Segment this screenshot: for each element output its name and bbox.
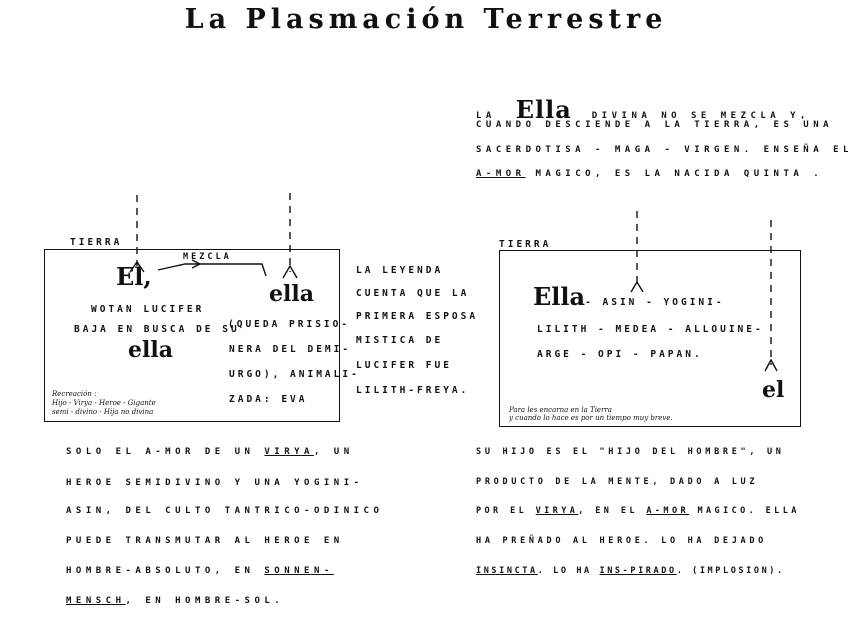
bl-l1b: , UN bbox=[313, 447, 354, 457]
mezcla-label: MEZCLA bbox=[183, 252, 232, 262]
br-l5b: . LO HA bbox=[537, 566, 592, 576]
bottom-right-line-3: POR EL VIRYA, EN EL A-MOR MAGICO. ELLA bbox=[476, 506, 800, 516]
right-tierra-label: TIERRA bbox=[499, 239, 552, 250]
ella-center-word: ella bbox=[128, 337, 173, 363]
bl-virya: VIRYA bbox=[264, 447, 314, 457]
mezcla-arrowhead bbox=[191, 259, 202, 269]
right-line-2: LILITH - MEDEA - ALLOUINE- bbox=[537, 324, 764, 335]
intro-amor: A-MOR bbox=[476, 169, 526, 179]
left-note-2: Hijo - Virya - Heroe - Gigante bbox=[52, 399, 156, 407]
right-el-arrowhead bbox=[764, 358, 778, 372]
el-descent-arrowhead bbox=[129, 260, 145, 273]
br-l3b: , EN EL bbox=[578, 506, 638, 516]
baja-text: BAJA EN BUSCA DE SU bbox=[74, 324, 240, 335]
bottom-left-line-2: HEROE SEMIDIVINO Y UNA YOGINI- bbox=[66, 478, 364, 488]
bl-l6b: , EN HOMBRE-SOL. bbox=[125, 596, 285, 606]
bottom-right-line-4: HA PREÑADO AL HEROE. LO HA DEJADO bbox=[476, 536, 767, 546]
br-insincta: INSINCTA bbox=[476, 566, 538, 576]
queda-line-3: URGO), ANIMALI- bbox=[229, 369, 360, 380]
bottom-left-line-5: HOMBRE-ABSOLUTO, EN SONNEN- bbox=[66, 566, 334, 576]
br-inspirado: INS-PIRADO bbox=[599, 566, 677, 576]
right-ella-arrowhead bbox=[630, 280, 644, 293]
bl-l5a: HOMBRE-ABSOLUTO, EN bbox=[66, 566, 255, 576]
bottom-left-line-1: SOLO EL A-MOR DE UN VIRYA, UN bbox=[66, 447, 354, 457]
intro-line1-rest: DIVINA NO SE MEZCLA Y, bbox=[591, 111, 810, 121]
br-l5c: . (IMPLOSION). bbox=[676, 566, 785, 576]
middle-line-4: MISTICA DE bbox=[356, 335, 444, 346]
right-el-word: el bbox=[762, 377, 785, 403]
ella-descent-arrowhead bbox=[282, 264, 298, 279]
bottom-right-line-5: INSINCTA. LO HA INS-PIRADO. (IMPLOSION). bbox=[476, 566, 785, 576]
left-earth-box bbox=[44, 249, 340, 422]
middle-line-1: LA LEYENDA bbox=[356, 265, 444, 276]
br-amor: A-MOR bbox=[646, 506, 689, 516]
br-l3c: MAGICO. ELLA bbox=[697, 506, 800, 516]
br-virya: VIRYA bbox=[535, 506, 579, 516]
bottom-left-line-4: PUEDE TRANSMUTAR AL HEROE EN bbox=[66, 536, 344, 546]
bl-l1a: SOLO EL A-MOR DE UN bbox=[66, 447, 255, 457]
right-earth-box bbox=[499, 250, 801, 427]
bottom-right-line-1: SU HIJO ES EL "HIJO DEL HOMBRE", UN bbox=[476, 447, 785, 457]
left-tierra-label: TIERRA bbox=[70, 237, 123, 248]
intro-line4-rest: MAGICO, ES LA NACIDA QUINTA . bbox=[535, 169, 824, 179]
ella-word: ella bbox=[269, 281, 314, 307]
right-line1-text: - ASIN - YOGINI- bbox=[585, 297, 725, 308]
wotan-lucifer-text: WOTAN LUCIFER bbox=[91, 304, 205, 315]
middle-line-2: CUENTA QUE LA bbox=[356, 288, 470, 299]
bottom-left-line-6: MENSCH, EN HOMBRE-SOL. bbox=[66, 596, 284, 606]
queda-line-2: NERA DEL DEMI- bbox=[229, 344, 352, 355]
intro-ella-word: Ella bbox=[515, 95, 572, 124]
queda-line-1: (QUEDA PRISIO- bbox=[228, 319, 351, 330]
bl-mensch: MENSCH bbox=[66, 596, 126, 606]
queda-line-4: ZADA: EVA bbox=[229, 394, 308, 405]
bottom-left-line-3: ASIN, DEL CULTO TANTRICO-ODINICO bbox=[66, 506, 384, 516]
br-l3a: POR EL bbox=[476, 506, 528, 516]
intro-la: LA bbox=[476, 111, 496, 121]
right-line-3: ARGE - OPI - PAPAN. bbox=[537, 349, 703, 360]
left-note-3: semi - divino - Hija no divina bbox=[52, 408, 154, 416]
right-ella-word: Ella bbox=[533, 282, 586, 311]
bottom-right-line-2: PRODUCTO DE LA MENTE, DADO A LUZ bbox=[476, 477, 759, 487]
mezcla-arrow bbox=[157, 263, 267, 277]
intro-line-1: LA Ella DIVINA NO SE MEZCLA Y, bbox=[476, 95, 810, 124]
bl-sonnen: SONNEN- bbox=[264, 566, 334, 576]
intro-line-4: A-MOR MAGICO, ES LA NACIDA QUINTA . bbox=[476, 169, 823, 179]
right-line-1: Ella- ASIN - YOGINI- bbox=[533, 282, 725, 311]
left-note-1: Recreación : bbox=[52, 390, 97, 398]
intro-line-2: CUANDO DESCIENDE A LA TIERRA, ES UNA bbox=[476, 120, 834, 130]
right-note-2: y cuando lo hace es por un tiempo muy br… bbox=[509, 414, 673, 422]
middle-line-3: PRIMERA ESPOSA bbox=[356, 311, 479, 322]
page-title: La Plasmación Terrestre bbox=[184, 4, 668, 35]
right-note-1: Para les encarna en la Tierra bbox=[509, 406, 612, 414]
intro-line-3: SACERDOTISA - MAGA - VIRGEN. ENSEÑA EL bbox=[476, 145, 852, 155]
middle-line-6: LILITH-FREYA. bbox=[356, 385, 470, 396]
middle-line-5: LUCIFER FUE bbox=[356, 360, 452, 371]
